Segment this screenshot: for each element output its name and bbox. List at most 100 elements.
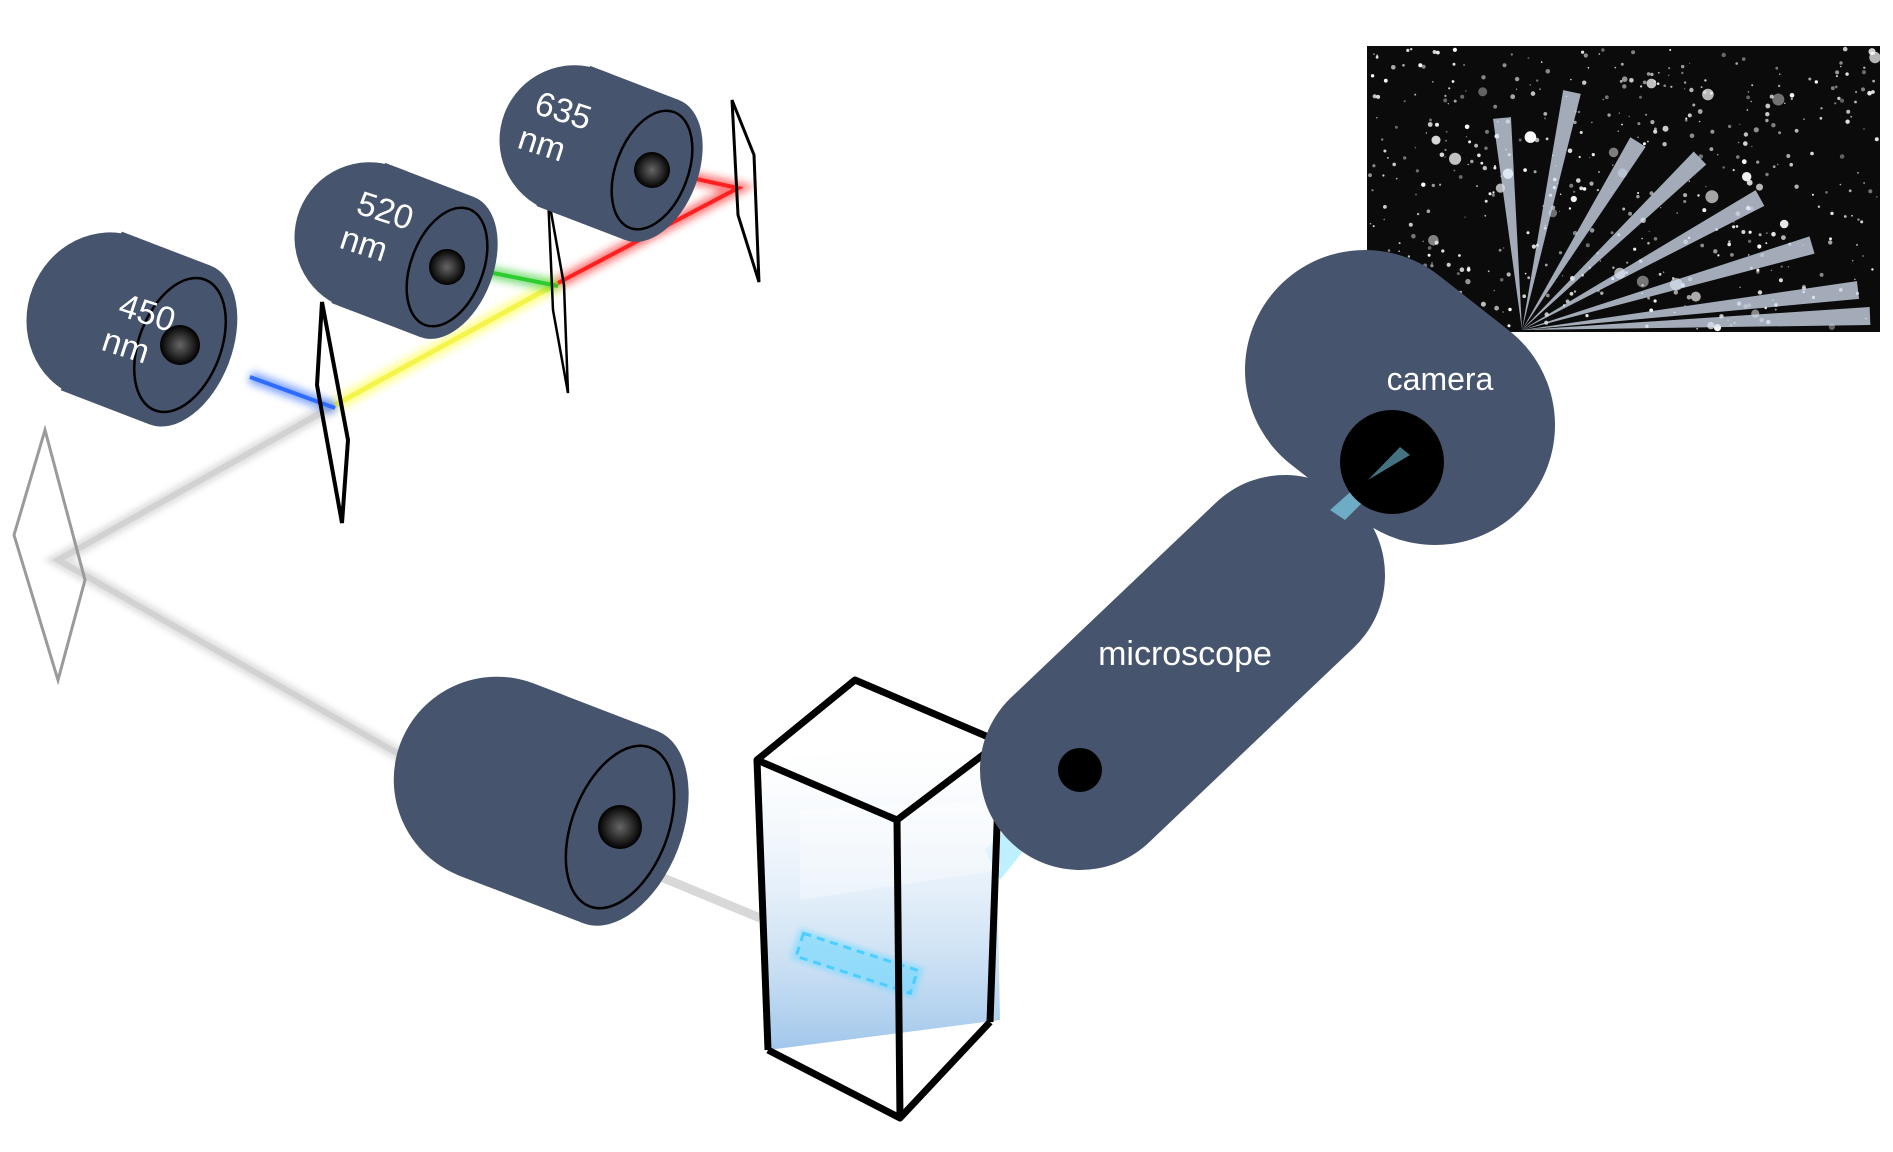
star-dot (1851, 214, 1853, 217)
star-dot (1398, 242, 1401, 245)
star-dot (1662, 125, 1669, 132)
star-dot (1502, 311, 1504, 313)
star-dot (1601, 48, 1605, 52)
star-dot (1855, 90, 1858, 94)
star-dot (1536, 79, 1539, 82)
star-dot (1670, 85, 1673, 88)
combined-beam-yellow (331, 276, 562, 412)
star-dot (1730, 253, 1734, 257)
star-dot (1668, 67, 1671, 70)
star-dot (1506, 272, 1511, 277)
laser-450 (26, 231, 238, 427)
star-dot (1647, 241, 1650, 245)
star-dot (1756, 268, 1760, 272)
star-dot (1692, 103, 1696, 107)
star-dot (1383, 218, 1385, 221)
star-dot (1582, 80, 1587, 85)
star-dot (1685, 117, 1688, 120)
star-dot (1408, 222, 1413, 227)
star-dot (1743, 132, 1749, 137)
star-dot (1591, 121, 1593, 123)
star-dot (1765, 103, 1771, 109)
star-dot (1403, 100, 1406, 103)
star-dot (1589, 181, 1594, 186)
star-dot (1607, 113, 1611, 117)
star-dot (1842, 46, 1848, 52)
star-dot (1411, 233, 1416, 239)
star-dot (1430, 264, 1434, 268)
star-dot (1515, 88, 1518, 90)
star-dot (1828, 240, 1833, 245)
star-dot (1596, 188, 1600, 192)
star-dot (1636, 194, 1640, 199)
star-dot (1672, 277, 1675, 280)
star-dot (1696, 327, 1699, 330)
star-dot (1415, 169, 1419, 173)
star-dot (1770, 269, 1773, 272)
star-dot (1498, 248, 1502, 252)
star-dot (1458, 175, 1463, 179)
star-dot (1794, 128, 1799, 133)
star-dot (1845, 119, 1850, 124)
star-dot (1392, 162, 1396, 167)
star-dot (1622, 84, 1627, 89)
star-dot (1756, 183, 1763, 191)
star-dot (1579, 186, 1584, 191)
star-dot (1735, 225, 1739, 228)
star-dot (1854, 100, 1857, 104)
star-dot (1687, 113, 1692, 118)
star-dot (1446, 262, 1451, 267)
star-dot (1612, 164, 1614, 166)
star-dot (1697, 109, 1703, 114)
star-dot (1534, 137, 1540, 143)
star-dot (1704, 79, 1707, 82)
star-dot (1683, 81, 1687, 84)
star-dot (1662, 142, 1667, 147)
star-dot (1620, 62, 1624, 66)
star-dot (1545, 69, 1551, 74)
star-dot (1814, 80, 1819, 84)
sample-fluorescence (790, 928, 924, 999)
star-dot (1856, 243, 1858, 246)
star-dot (1845, 72, 1849, 76)
star-dot (1573, 120, 1577, 125)
star-dot (1478, 87, 1488, 97)
star-dot (1728, 240, 1731, 243)
star-dot (1722, 166, 1725, 169)
star-dot (1425, 132, 1428, 134)
star-dot (1604, 95, 1609, 100)
star-dot (1733, 221, 1735, 223)
star-dot (1683, 193, 1688, 198)
star-dot (1482, 165, 1488, 171)
mirror-top-right (730, 99, 761, 283)
star-dot (1647, 296, 1650, 300)
star-dot (1857, 171, 1859, 174)
camera-image (1367, 46, 1881, 332)
star-dot (1375, 55, 1379, 59)
star-dot (1467, 163, 1469, 166)
star-dot (1862, 255, 1865, 257)
star-dot (1840, 98, 1845, 103)
star-dot (1561, 275, 1564, 277)
star-dot (1781, 235, 1786, 241)
star-dot (1848, 189, 1852, 193)
star-dot (1464, 124, 1470, 130)
star-dot (1628, 115, 1630, 118)
star-dot (1626, 261, 1629, 264)
star-dot (1839, 183, 1842, 186)
star-dot (1810, 151, 1814, 156)
mirror-grey (12, 424, 87, 686)
star-dot (1756, 160, 1760, 164)
star-dot (1681, 64, 1685, 69)
star-dot (1819, 116, 1823, 120)
star-dot (1434, 240, 1439, 245)
star-dot (1477, 153, 1481, 158)
star-dot (1648, 230, 1650, 233)
star-dot (1599, 260, 1602, 262)
star-dot (1750, 100, 1752, 103)
star-dot (1784, 102, 1786, 105)
star-dot (1382, 174, 1385, 177)
star-dot (1376, 94, 1381, 99)
star-dot (1530, 91, 1536, 96)
star-dot (1871, 268, 1874, 271)
